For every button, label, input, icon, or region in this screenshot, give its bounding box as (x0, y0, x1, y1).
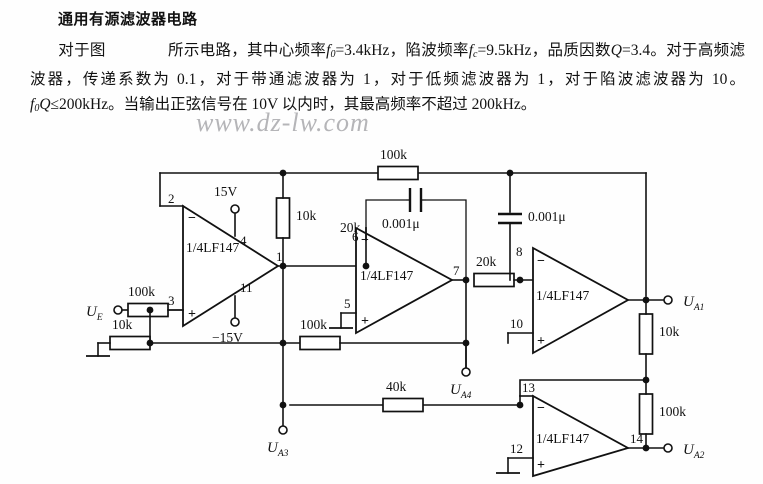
text-seg-11: ≤200kHz。当输出正弦信号在 10V 以内时，其最高频率不超过 200kHz… (50, 96, 537, 113)
sym-f0: f (326, 42, 331, 59)
resistor-out-10k (638, 313, 654, 355)
sym-f0b: f (30, 96, 35, 113)
text-seg-2: 所示电路，其中心频率 (167, 42, 327, 59)
port-ua4-label: UA4 (450, 382, 472, 401)
opamp-a4-inv-sign: − (537, 401, 545, 416)
sym-f0-sub: 0 (330, 49, 336, 60)
opamp-a1-inv-sign: − (188, 211, 196, 226)
opamp-a4-pin13: 13 (522, 380, 535, 395)
resistor-bottom-100k (299, 335, 341, 351)
sym-Qb: Q (39, 96, 51, 113)
text-seg-6: =9.5kHz，品质因数 (477, 42, 611, 59)
opamp-a1-pin3: 3 (168, 293, 175, 308)
resistor-fb-top-label: 100k (380, 147, 407, 162)
opamp-a2-body (355, 226, 454, 335)
opamp-a4-non-sign: + (537, 458, 545, 473)
opamp-a3-inv-sign: − (537, 254, 545, 269)
supply-positive-label: 15V (214, 184, 238, 199)
opamp-a4-pin12: 12 (510, 441, 523, 456)
opamp-a1-label: 1/4LF147 (186, 240, 240, 255)
text-seg-1: 对于图 (58, 42, 106, 59)
resistor-40k (382, 397, 424, 413)
circuit-schematic: 100k 1/4LF147 − + 2 3 15V 4 −15V 11 1 10… (0, 128, 763, 484)
opamp-a2-label: 1/4LF147 (360, 268, 414, 283)
opamp-a2-non-sign: + (361, 314, 369, 329)
resistor-bottom-100k-label: 100k (300, 317, 327, 332)
opamp-a1-non-sign: + (188, 307, 196, 322)
sym-f0b-sub: 0 (34, 103, 40, 114)
resistor-in-gnd-10k (109, 335, 151, 351)
junction-ua2 (642, 444, 650, 452)
port-ua1-label: UA1 (683, 294, 704, 313)
resistor-fb-top (377, 165, 419, 181)
text-seg-8: =3.4。对于高频滤波器，传递系数为 0.1，对于带通滤波器为 1，对于低频滤波… (30, 42, 745, 88)
supply-negative-terminal (230, 317, 240, 327)
port-ua3-terminal[interactable] (278, 425, 288, 435)
supply-negative-label: −15V (212, 330, 243, 345)
sym-Q: Q (610, 42, 622, 59)
opamp-a4-label: 1/4LF147 (536, 431, 590, 446)
port-ua1-terminal[interactable] (663, 295, 673, 305)
opamp-a4-body (532, 394, 631, 478)
resistor-input-100k-label: 100k (128, 284, 155, 299)
port-ua3-label: UA3 (267, 440, 289, 459)
resistor-20k-right (473, 272, 515, 288)
resistor-a1-10k (275, 197, 291, 239)
port-ue-label: UE (86, 304, 103, 323)
opamp-a3-label: 1/4LF147 (536, 288, 590, 303)
opamp-a1-pin11: 11 (240, 280, 253, 295)
opamp-a2-pin5: 5 (344, 296, 351, 311)
opamp-a1-pin4: 4 (240, 233, 247, 248)
port-ua2-terminal[interactable] (663, 443, 673, 453)
body-paragraph: 对于图所示电路，其中心频率f0=3.4kHz，陷波频率fc=9.5kHz，品质因… (30, 38, 745, 121)
port-ue-terminal[interactable] (113, 305, 123, 315)
resistor-in-gnd-10k-label: 10k (112, 317, 133, 332)
port-ua4-terminal[interactable] (461, 367, 471, 377)
capacitor-a3-label: 0.001μ (528, 209, 566, 224)
resistor-a1-10k-label: 10k (296, 208, 317, 223)
sym-fc-sub: c (473, 49, 478, 60)
resistor-20k-right-label: 20k (476, 254, 497, 269)
opamp-a2-pin7: 7 (453, 263, 460, 278)
opamp-a3-pin8: 8 (516, 244, 523, 259)
capacitor-a2-label: 0.001μ (382, 216, 420, 231)
resistor-out-100k (638, 393, 654, 435)
port-ua2-label: UA2 (683, 442, 705, 461)
opamp-a4-pin14: 14 (630, 431, 644, 446)
opamp-a3-body (532, 246, 630, 355)
sym-fc: f (468, 42, 474, 59)
opamp-a1-pin2: 2 (168, 191, 175, 206)
text-seg-4: =3.4kHz，陷波频率 (335, 42, 469, 59)
page-title: 通用有源滤波器电路 (58, 10, 198, 28)
resistor-out-100k-label: 100k (659, 404, 686, 419)
opamp-a2-pin6: 6 (352, 229, 359, 244)
opamp-a3-non-sign: + (537, 334, 545, 349)
opamp-a1-body (182, 204, 280, 328)
opamp-a1-pin1: 1 (276, 249, 283, 264)
supply-positive-terminal (230, 204, 240, 214)
opamp-a2-inv-sign: − (361, 233, 369, 248)
opamp-a3-pin10: 10 (510, 316, 523, 331)
junction-a3-inv (516, 276, 524, 284)
resistor-out-10k-label: 10k (659, 324, 680, 339)
junction-a2-inv (362, 262, 370, 270)
resistor-40k-label: 40k (386, 379, 407, 394)
